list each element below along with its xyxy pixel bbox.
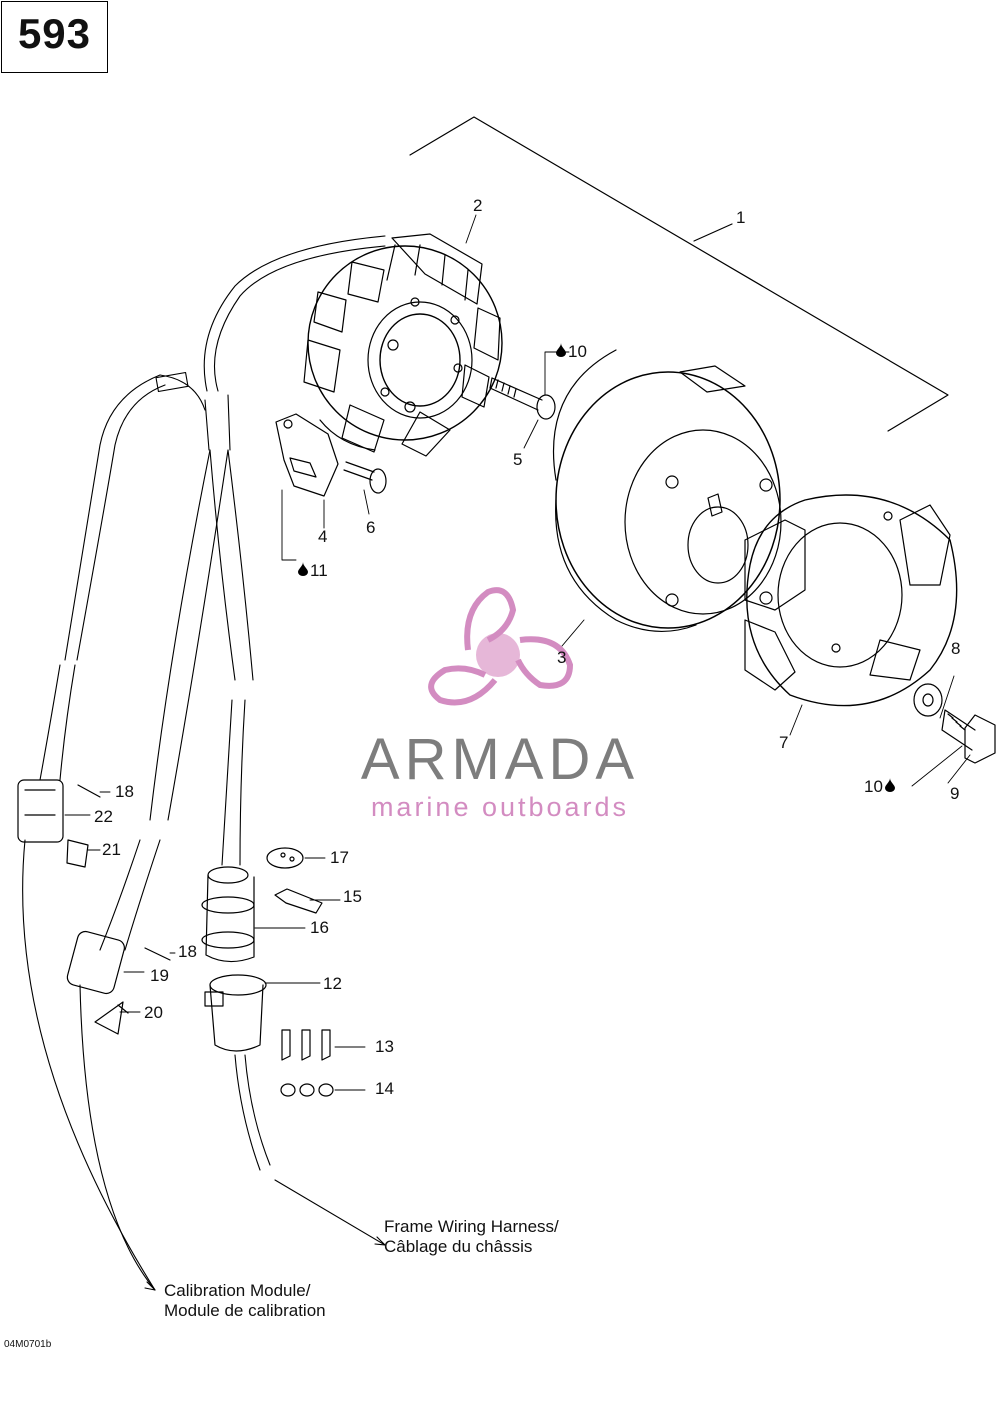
callout-10-label: 10 <box>568 342 587 361</box>
wedge-20 <box>94 1001 129 1035</box>
harness <box>22 235 386 1291</box>
callout-7: 7 <box>779 733 789 752</box>
callout-10-label: 10 <box>864 777 883 796</box>
callout-18-upper: 18 <box>115 782 134 801</box>
callout-20: 20 <box>144 1003 163 1022</box>
drawing-code: 04M0701b <box>4 1339 52 1350</box>
trigger-wheel <box>744 494 958 707</box>
assembly-bracket <box>409 116 949 432</box>
socket-12 <box>204 974 267 1052</box>
clamp-screw <box>343 461 387 494</box>
callout-4: 4 <box>318 527 328 546</box>
connector-19 <box>66 930 125 995</box>
drop-icon <box>298 562 308 580</box>
propeller-logo <box>428 587 574 706</box>
bracket-21 <box>66 839 89 868</box>
calibration-module-note-line1: Calibration Module/ <box>164 1281 311 1300</box>
callout-6: 6 <box>366 518 376 537</box>
wire-clip <box>275 413 339 497</box>
frame-harness-note-line2: Câblage du châssis <box>384 1237 533 1256</box>
callout-12: 12 <box>323 974 342 993</box>
flywheel-bolt <box>941 709 996 764</box>
callout-11-label: 11 <box>310 561 328 580</box>
callout-9: 9 <box>950 784 960 803</box>
callout-2: 2 <box>473 196 483 215</box>
connector-22 <box>17 779 64 843</box>
watermark-name: ARMADA <box>360 727 640 792</box>
watermark-tagline: marine outboards <box>370 792 630 822</box>
callout-8: 8 <box>951 639 961 658</box>
callout-5: 5 <box>513 450 523 469</box>
page-number: 593 <box>17 10 92 57</box>
calibration-module-note: Calibration Module/ Module de calibratio… <box>164 1281 326 1321</box>
frame-harness-note: Frame Wiring Harness/ Câblage du châssis <box>384 1217 559 1257</box>
callout-15: 15 <box>343 887 362 906</box>
stator-screw <box>489 377 556 420</box>
callout-10-top: 10 <box>556 343 587 361</box>
page-number-box: 593 <box>1 1 108 73</box>
callout-17: 17 <box>330 848 349 867</box>
drop-icon <box>884 778 895 796</box>
callout-13: 13 <box>375 1037 394 1056</box>
stator <box>303 233 503 457</box>
callout-18-lower: 18 <box>178 942 197 961</box>
callout-19: 19 <box>150 966 169 985</box>
callout-11: 11 <box>298 562 328 580</box>
pins-13 <box>281 1029 331 1061</box>
housing-16 <box>201 866 255 963</box>
callout-16: 16 <box>310 918 329 937</box>
callout-10-bottom: 10 <box>864 778 897 796</box>
terminal-15 <box>274 888 323 914</box>
washer <box>913 683 943 717</box>
calibration-module-note-line2: Module de calibration <box>164 1301 326 1320</box>
callout-14: 14 <box>375 1079 394 1098</box>
drop-icon <box>556 343 566 361</box>
frame-harness-note-line1: Frame Wiring Harness/ <box>384 1217 559 1236</box>
seal-cap-17 <box>266 847 304 869</box>
seals-14 <box>280 1083 334 1097</box>
callout-21: 21 <box>102 840 121 859</box>
terminal-18b <box>144 947 171 961</box>
callout-22: 22 <box>94 807 113 826</box>
callout-3: 3 <box>557 648 567 667</box>
terminal-18a <box>77 784 101 798</box>
callout-1: 1 <box>736 208 746 227</box>
